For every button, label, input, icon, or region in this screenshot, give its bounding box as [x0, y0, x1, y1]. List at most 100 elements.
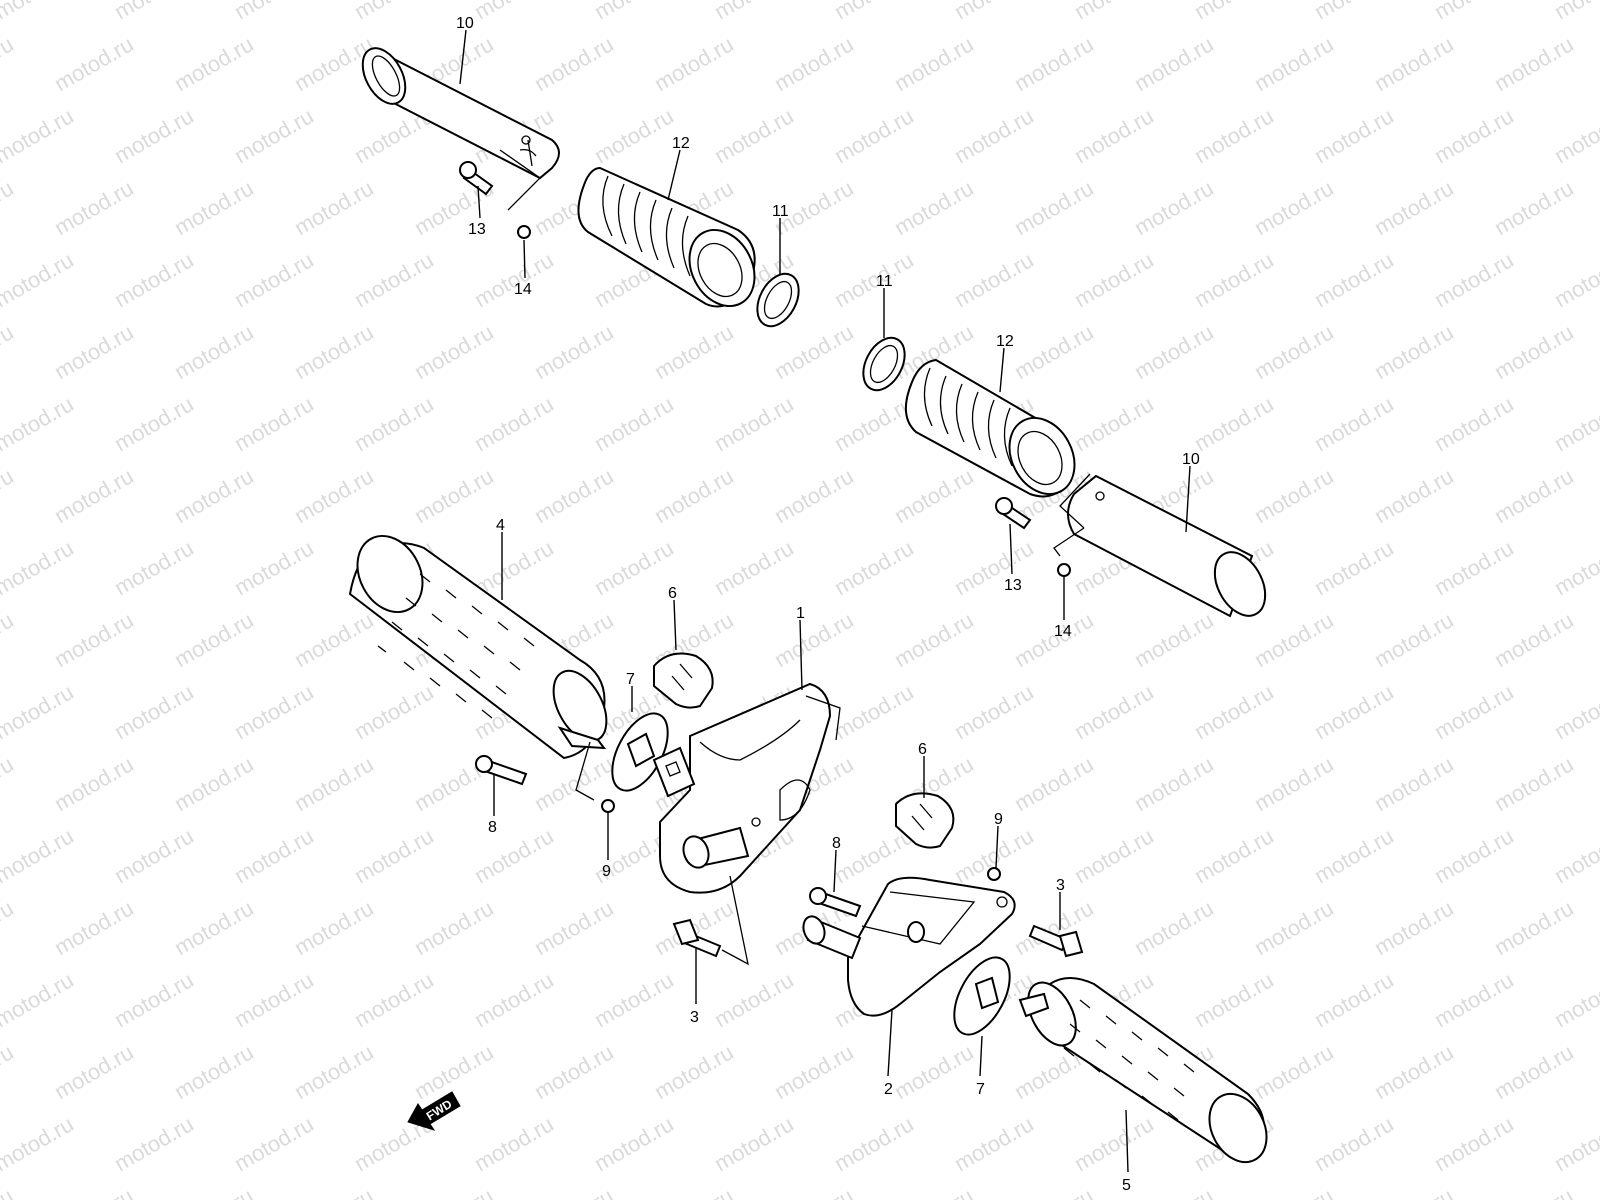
callout-1: 1: [796, 605, 805, 622]
watermark-text: motod.ru: [710, 103, 798, 168]
watermark-text: motod.ru: [1250, 1039, 1338, 1104]
watermark-text: motod.ru: [350, 247, 438, 312]
watermark-text: motod.ru: [1370, 319, 1458, 384]
watermark-text: motod.ru: [1190, 391, 1278, 456]
watermark-text: motod.ru: [1430, 679, 1518, 744]
watermark-text: motod.ru: [650, 319, 738, 384]
clip-9-right: [987, 867, 1001, 881]
watermark-text: motod.ru: [770, 31, 858, 96]
watermark-text: motod.ru: [410, 895, 498, 960]
watermark-text: motod.ru: [830, 391, 918, 456]
watermark-text: motod.ru: [1370, 607, 1458, 672]
footpeg-5: [1018, 977, 1268, 1164]
watermark-text: motod.ru: [590, 535, 678, 600]
watermark-text: motod.ru: [470, 247, 558, 312]
watermark-text: motod.ru: [1070, 103, 1158, 168]
peg-rubber-12-left: [577, 166, 756, 308]
watermark-text: motod.ru: [1490, 607, 1578, 672]
watermark-text: motod.ru: [0, 823, 78, 888]
callout-6-right: 6: [918, 741, 927, 758]
watermark-text: motod.ru: [470, 967, 558, 1032]
watermark-text: motod.ru: [530, 1039, 618, 1104]
watermark-text: motod.ru: [290, 319, 378, 384]
bolt-8-left: [475, 755, 528, 786]
watermark-text: motod.ru: [50, 751, 138, 816]
watermark-text: motod.ru: [1310, 535, 1398, 600]
watermark-text: motod.ru: [170, 751, 258, 816]
watermark-text: motod.ru: [1430, 823, 1518, 888]
watermark-text: motod.ru: [1130, 895, 1218, 960]
watermark-text: motod.ru: [170, 463, 258, 528]
watermark-text: motod.ru: [1310, 103, 1398, 168]
watermark-text: motod.ru: [650, 1039, 738, 1104]
callout-11-right: 11: [876, 273, 893, 290]
watermark-text: motod.ru: [170, 31, 258, 96]
watermark-text: motod.ru: [830, 103, 918, 168]
watermark-text: motod.ru: [1250, 751, 1338, 816]
callout-3-right: 3: [1056, 877, 1065, 894]
watermark-text: motod.ru: [1430, 103, 1518, 168]
watermark-text: motod.ru: [530, 31, 618, 96]
watermark-text: motod.ru: [0, 967, 78, 1032]
watermark-text: motod.ru: [1250, 895, 1338, 960]
watermark-text: motod.ru: [1370, 895, 1458, 960]
watermark-text: motod.ru: [0, 319, 18, 384]
watermark-text: motod.ru: [890, 1039, 978, 1104]
watermark-text: motod.ru: [770, 463, 858, 528]
washer-7-right: [953, 956, 1011, 1036]
watermark-text: motod.ru: [0, 895, 18, 960]
watermark-text: motod.ru: [110, 679, 198, 744]
watermark-text: motod.ru: [0, 0, 78, 24]
watermark-text: motod.ru: [290, 895, 378, 960]
watermark-text: motod.ru: [110, 103, 198, 168]
watermark-text: motod.ru: [1430, 247, 1518, 312]
watermark-text: motod.ru: [1070, 0, 1158, 24]
watermark-text: motod.ru: [230, 967, 318, 1032]
watermark-text: motod.ru: [50, 1183, 138, 1200]
watermark-text: motod.ru: [1250, 607, 1338, 672]
washer-11-left: [756, 272, 800, 328]
peg-shaft-left: [361, 47, 560, 180]
watermark-text: motod.ru: [1490, 1183, 1578, 1200]
watermark-text: motod.ru: [470, 0, 558, 24]
callout-10-right: 10: [1182, 451, 1200, 468]
watermark-text: motod.ru: [830, 0, 918, 24]
watermark-text: motod.ru: [50, 319, 138, 384]
watermark-text: motod.ru: [0, 391, 78, 456]
watermark-text: motod.ru: [530, 319, 618, 384]
watermark-text: motod.ru: [0, 103, 78, 168]
watermark-text: motod.ru: [590, 1111, 678, 1176]
callout-9-left: 9: [602, 863, 611, 880]
watermark-text: motod.ru: [1550, 535, 1600, 600]
pin-13-right: [995, 497, 1032, 530]
watermark-text: motod.ru: [830, 679, 918, 744]
watermark-text: motod.ru: [1370, 751, 1458, 816]
watermark-text: motod.ru: [1250, 463, 1338, 528]
watermark-text: motod.ru: [830, 1111, 918, 1176]
watermark-text: motod.ru: [1550, 1111, 1600, 1176]
callout-13-right: 13: [1004, 577, 1022, 594]
watermark-text: motod.ru: [1190, 0, 1278, 24]
watermark-text: motod.ru: [230, 679, 318, 744]
watermark-text: motod.ru: [1550, 967, 1600, 1032]
pin-13-left: [459, 161, 494, 196]
watermark-text: motod.ru: [1370, 31, 1458, 96]
watermark-text: motod.ru: [1010, 895, 1098, 960]
watermark-text: motod.ru: [530, 463, 618, 528]
watermark-text: motod.ru: [1130, 175, 1218, 240]
watermark-text: motod.ru: [230, 823, 318, 888]
spacer-6-left: [653, 652, 714, 709]
footpeg-4: [348, 534, 608, 760]
watermark-text: motod.ru: [350, 0, 438, 24]
watermark-text: motod.ru: [230, 103, 318, 168]
watermark-text: motod.ru: [290, 1183, 378, 1200]
watermark-text: motod.ru: [350, 391, 438, 456]
watermark-text: motod.ru: [950, 247, 1038, 312]
watermark-text: motod.ru: [1070, 679, 1158, 744]
callout-9-right: 9: [994, 811, 1003, 828]
watermark-text: motod.ru: [170, 895, 258, 960]
watermark-text: motod.ru: [1010, 751, 1098, 816]
watermark-text: motod.ru: [1310, 967, 1398, 1032]
watermark-text: motod.ru: [1490, 175, 1578, 240]
